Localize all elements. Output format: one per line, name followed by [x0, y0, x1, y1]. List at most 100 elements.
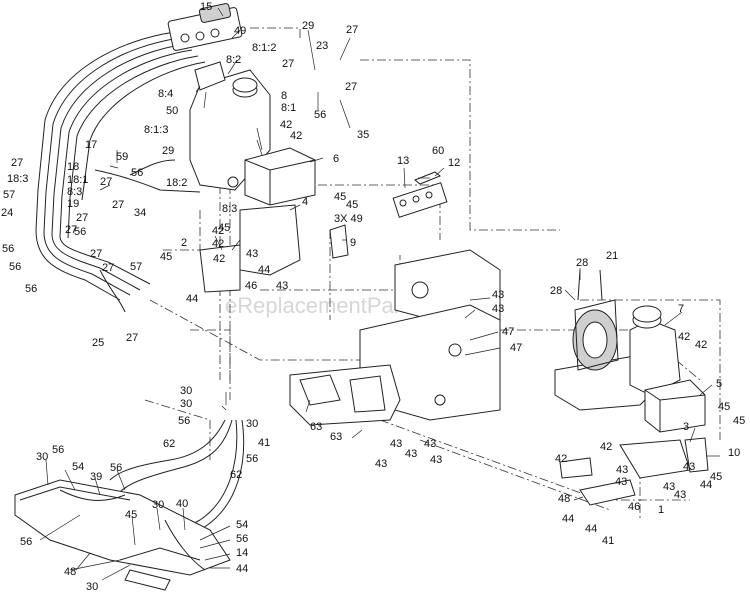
callout: 28	[550, 285, 562, 297]
callout: 27	[90, 248, 102, 260]
bracket-right	[559, 437, 709, 506]
callout: 42	[600, 441, 612, 453]
callout: 29	[162, 145, 174, 157]
manifold-valve	[167, 3, 243, 51]
callout: 42	[678, 331, 690, 343]
callout: 45	[334, 191, 346, 203]
callout: 56	[74, 226, 86, 238]
callout: 42	[695, 339, 707, 351]
callout: 47	[502, 326, 514, 338]
callout: 40	[176, 498, 188, 510]
callout: 30	[36, 451, 48, 463]
bracket-left	[199, 204, 349, 293]
callout: 9	[350, 237, 356, 249]
callout: 43	[492, 303, 504, 315]
callout: 57	[3, 189, 15, 201]
callout: 44	[585, 523, 597, 535]
callout: 27	[112, 199, 124, 211]
callout: 27	[76, 212, 88, 224]
callout: 54	[72, 461, 84, 473]
callout: 44	[700, 479, 712, 491]
callout: 39	[90, 471, 102, 483]
callout-labels: 15 49 29 27 8:1:2 23 8:2 27 8:4 27 8 8:1…	[1, 1, 745, 593]
callout: 18:3	[7, 173, 28, 185]
callout: 30	[86, 581, 98, 593]
callout: 28	[576, 257, 588, 269]
callout: 8:1	[281, 102, 296, 114]
callout: 30	[246, 418, 258, 430]
callout: 45	[160, 251, 172, 263]
callout: 30	[152, 499, 164, 511]
callout: 3	[683, 421, 689, 433]
callout: 48	[64, 566, 76, 578]
callout: 41	[258, 437, 270, 449]
leader-lines	[39, 7, 720, 581]
boom-assembly	[14, 419, 245, 591]
callout: 25	[92, 337, 104, 349]
hose-bundle	[35, 31, 206, 313]
callout: 27	[126, 332, 138, 344]
callout: 27	[11, 157, 23, 169]
callout: 2	[181, 237, 187, 249]
callout: 44	[258, 264, 270, 276]
callout: 43	[246, 248, 258, 260]
callout: 29	[302, 20, 314, 32]
callout: 43	[683, 461, 695, 473]
callout: 18	[67, 161, 79, 173]
callout: 3X 49	[334, 213, 363, 225]
callout: 43	[615, 476, 627, 488]
tray-right	[644, 379, 706, 433]
callout: 56	[2, 243, 14, 255]
callout: 45	[733, 415, 745, 427]
callout: 43	[276, 280, 288, 292]
callout: 56	[314, 109, 326, 121]
tray-left	[244, 147, 316, 206]
callout: 34	[134, 207, 146, 219]
callout: 27	[345, 81, 357, 93]
callout: 14	[236, 547, 248, 559]
callout: 27	[282, 58, 294, 70]
callout: 41	[602, 535, 614, 547]
callout: 42	[290, 130, 302, 142]
callout: 35	[357, 129, 369, 141]
callout: 56	[110, 462, 122, 474]
callout: 46	[628, 501, 640, 513]
callout: 17	[85, 139, 97, 151]
callout: 45	[710, 471, 722, 483]
callout: 48	[558, 493, 570, 505]
callout: 4	[302, 196, 308, 208]
callout: 18:2	[166, 177, 187, 189]
callout: 23	[316, 40, 328, 52]
callout: 45	[125, 509, 137, 521]
callout: 56	[178, 415, 190, 427]
callout: 43	[430, 454, 442, 466]
callout: 27	[100, 176, 112, 188]
callout: 49	[234, 25, 246, 37]
callout: 7	[678, 303, 684, 315]
callout: 8	[281, 90, 287, 102]
callout: 54	[236, 519, 248, 531]
callout: 42	[555, 453, 567, 465]
callout: 18:1	[67, 174, 88, 186]
callout: 27	[346, 24, 358, 36]
callout: 30	[180, 398, 192, 410]
valve-block	[392, 171, 448, 218]
callout: 56	[20, 536, 32, 548]
callout: 27	[102, 262, 114, 274]
callout: 47	[510, 342, 522, 354]
chassis-frame	[289, 249, 501, 426]
callout: 24	[1, 207, 13, 219]
callout: 43	[492, 289, 504, 301]
callout: 45	[718, 401, 730, 413]
callout: 8:3	[67, 186, 82, 198]
callout: 8:1:3	[144, 124, 168, 136]
callout: 63	[310, 421, 322, 433]
callout: 44	[562, 513, 574, 525]
callout: 42	[280, 119, 292, 131]
callout: 44	[236, 563, 248, 575]
callout: 50	[166, 105, 178, 117]
callout: 56	[246, 453, 258, 465]
hose-reel-assembly	[554, 269, 681, 411]
callout: 42	[212, 225, 224, 237]
